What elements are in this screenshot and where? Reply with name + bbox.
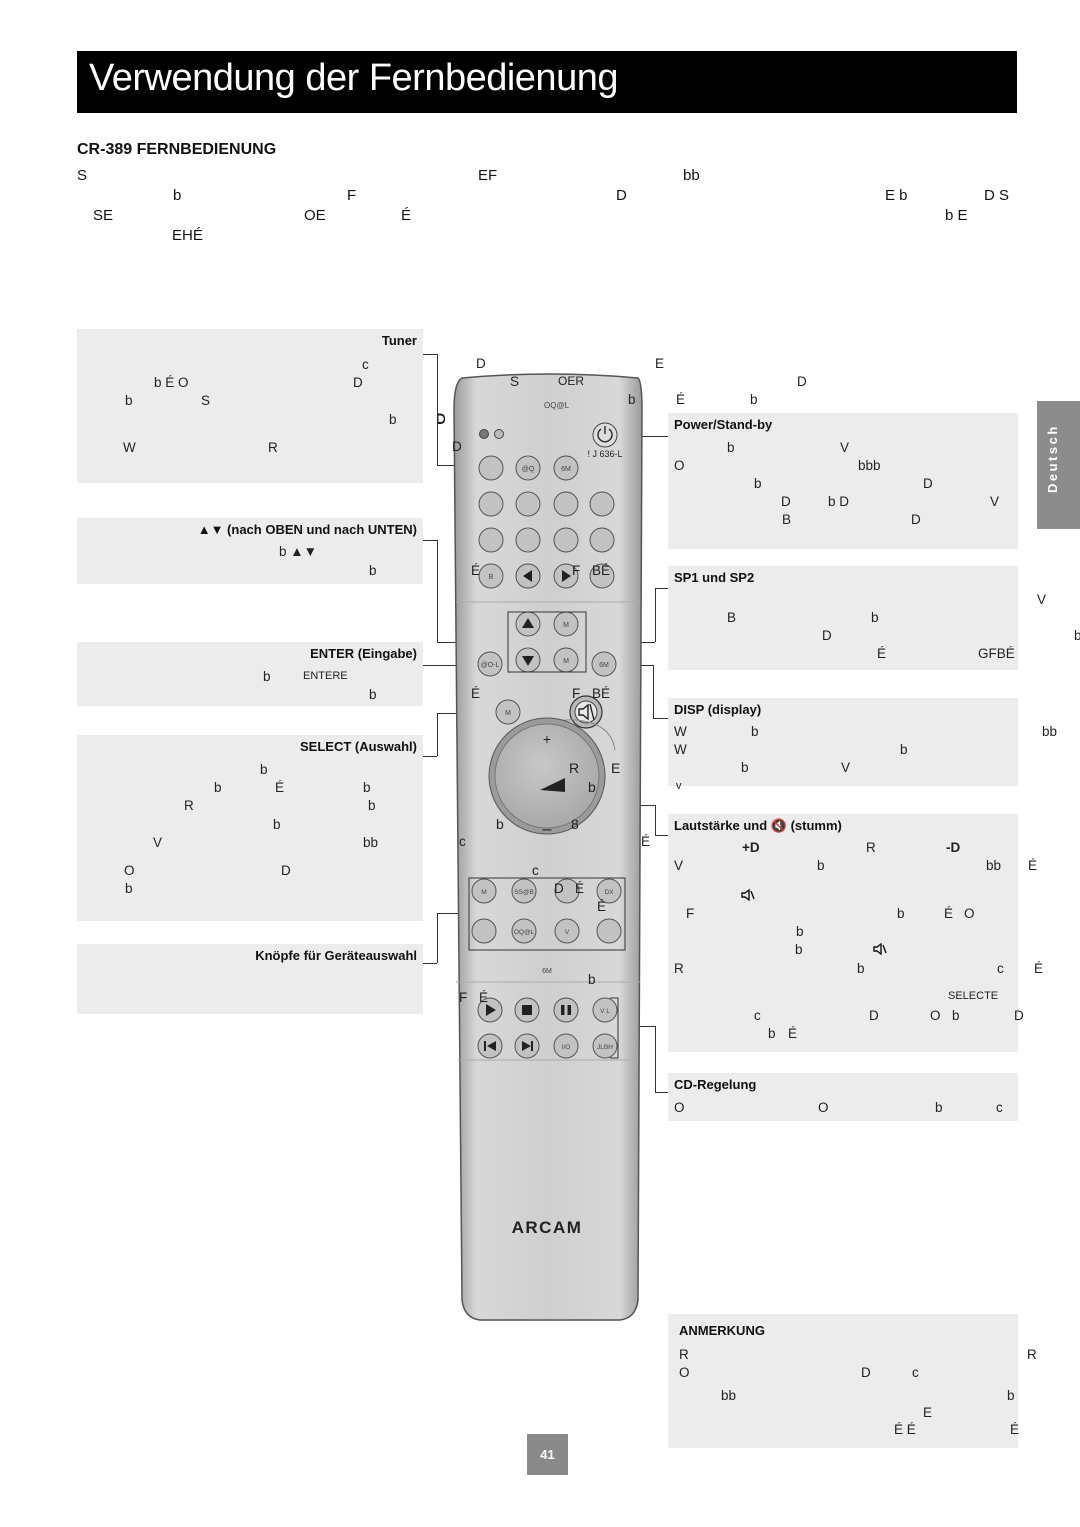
section-heading: CR-389 FERNBEDIENUNG (77, 141, 277, 158)
intro-fragment: SE (93, 207, 114, 224)
svg-text:DX: DX (604, 889, 614, 896)
mute-icon (741, 888, 755, 902)
box-device-select: Knöpfe für Geräteauswahl (77, 944, 423, 1014)
svg-text:OQ@L: OQ@L (514, 929, 535, 936)
intro-fragment: É (401, 207, 412, 224)
intro-fragment: OE (304, 207, 326, 224)
play-icon (486, 1004, 496, 1016)
intro-fragment: D (616, 187, 627, 204)
mute-icon (873, 942, 887, 956)
box-heading: CD-Regelung (674, 1077, 757, 1092)
note-heading: ANMERKUNG (679, 1323, 765, 1338)
box-select: SELECT (Auswahl) b b É b R b b V bb O D … (77, 735, 423, 921)
skip-back-icon (484, 1041, 496, 1051)
brand-logo: ARCAM (512, 1218, 583, 1237)
svg-text:M: M (505, 710, 511, 717)
svg-text:I/O: I/O (562, 1044, 571, 1051)
svg-text:R: R (569, 760, 579, 776)
svg-text:M: M (563, 622, 569, 629)
svg-text:b: b (588, 779, 596, 795)
box-heading: SP1 und SP2 (674, 570, 755, 585)
page-number: 41 (527, 1434, 568, 1475)
svg-text:SS@B: SS@B (514, 889, 534, 896)
box-heading: Lautstärke und 🔇 (stumm) (674, 818, 842, 833)
intro-fragment: EF (478, 167, 498, 184)
stop-icon (522, 1005, 532, 1015)
title-bar: Verwendung der Fernbedienung (77, 51, 1017, 113)
svg-text:M: M (481, 889, 486, 896)
skip-forward-icon (522, 1041, 533, 1051)
svg-text:! J 636-L: ! J 636-L (587, 449, 622, 459)
svg-text:M: M (563, 658, 569, 665)
remote-control-illustration: OQ@L @Q 6M B M M M @O-L 6M ! J 636-L + –… (453, 370, 643, 1321)
box-heading: Power/Stand-by (674, 417, 773, 432)
power-icon (592, 422, 618, 448)
pause-icon (561, 1005, 571, 1015)
down-arrow-icon (522, 656, 534, 666)
box-volume-mute: Lautstärke und 🔇 (stumm) +D R -D V b bb … (668, 814, 1043, 1052)
box-heading: Tuner (381, 333, 417, 348)
note-box: ANMERKUNG R R O D c bb b E É É É (668, 1314, 1037, 1448)
svg-text:8: 8 (571, 816, 579, 832)
svg-text:@O-L: @O-L (481, 662, 500, 669)
box-tuner: Tuner c b É O D b S b D W R (77, 329, 446, 483)
intro-fragment: EHÉ (172, 227, 203, 244)
box-heading: ▲▼ (nach OBEN und nach UNTEN) (197, 522, 417, 537)
intro-fragment: S (77, 167, 88, 184)
left-arrow-icon (523, 570, 532, 582)
intro-fragment: E b (885, 187, 908, 204)
svg-text:V L: V L (600, 1008, 610, 1015)
box-enter: ENTER (Eingabe) b ENTERE b (77, 642, 423, 706)
svg-text:6M: 6M (599, 662, 609, 669)
box-heading: Knöpfe für Geräteauswahl (255, 948, 417, 963)
intro-fragment: b (173, 187, 182, 204)
box-disp: DISP (display) W b bb W b b V (668, 698, 1057, 786)
svg-text:–: – (543, 821, 552, 838)
box-heading: SELECT (Auswahl) (299, 739, 417, 754)
svg-text:b: b (496, 816, 504, 832)
intro-fragment: b E (945, 207, 968, 224)
svg-text:6M: 6M (561, 466, 571, 473)
box-up-down: ▲▼ (nach OBEN und nach UNTEN) b ▲▼ b (77, 518, 423, 584)
right-arrow-icon (562, 570, 571, 582)
box-heading: ENTER (Eingabe) (310, 646, 417, 661)
svg-text:E: E (611, 760, 620, 776)
svg-text:6M: 6M (542, 968, 552, 975)
svg-text:+: + (543, 731, 551, 747)
box-cd-control: CD-Regelung O O b c (668, 1073, 1018, 1121)
intro-fragment: D S (984, 187, 1010, 204)
box-sp1-sp2: SP1 und SP2 V B b D b É GFBÉ (668, 566, 1080, 670)
svg-text:V: V (565, 929, 570, 936)
svg-text:D: D (476, 370, 485, 371)
remote-label: OQ@L (544, 401, 570, 410)
intro-fragment: bb (683, 167, 700, 184)
intro-fragment: F (347, 187, 357, 204)
indicator-leds (479, 429, 504, 439)
svg-text:@Q: @Q (522, 466, 535, 473)
page-title: Verwendung der Fernbedienung (89, 57, 618, 99)
language-tab: Deutsch (1037, 401, 1080, 529)
box-power-standby: Power/Stand-by b V O bbb b D D b D V B D (668, 413, 1018, 549)
up-arrow-icon (522, 618, 534, 628)
svg-text:B: B (489, 574, 494, 581)
svg-text:JLBH: JLBH (597, 1044, 613, 1051)
box-heading: DISP (display) (674, 702, 762, 717)
volume-dial: + – R E b b 8 (488, 717, 620, 838)
